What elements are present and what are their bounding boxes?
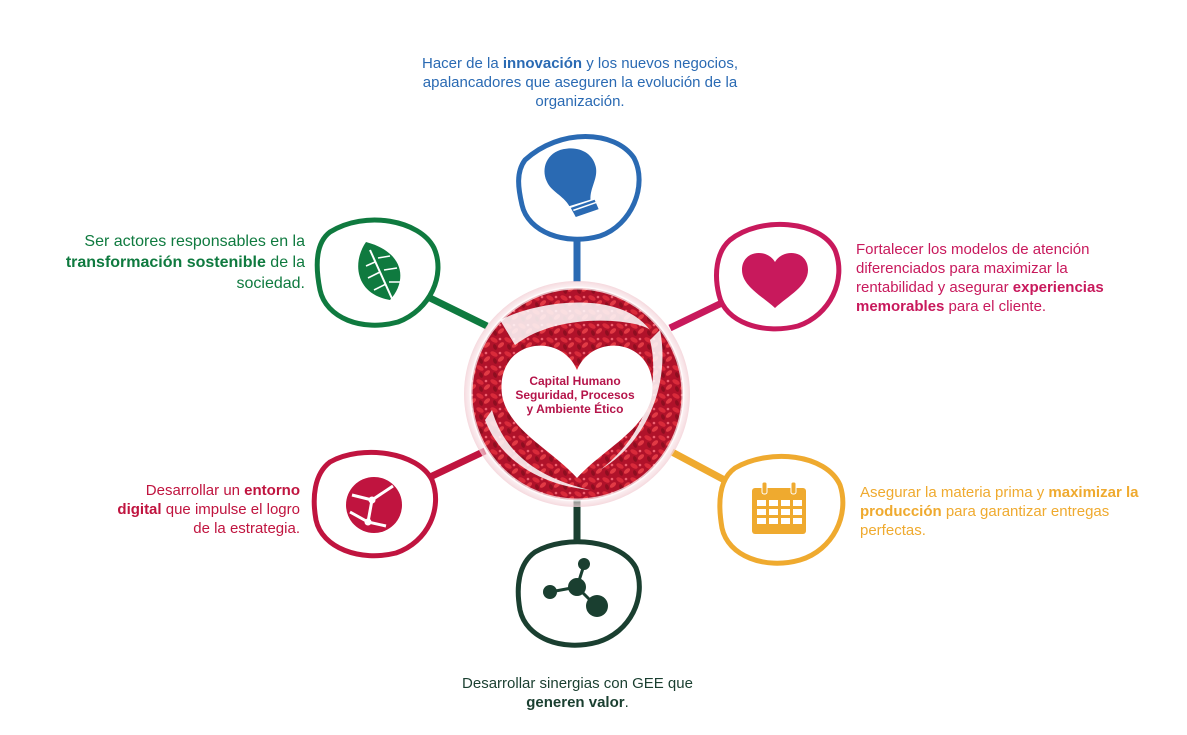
text-customer: Fortalecer los modelos de atención difer… [856, 240, 1136, 316]
text-emphasis: entorno digital [117, 482, 300, 518]
text-part: Asegurar la materia prima y [860, 484, 1049, 501]
center-label: Capital Humano Seguridad, Procesos y Amb… [500, 374, 650, 416]
lightbulb-icon [544, 148, 599, 218]
node-digital[interactable] [311, 449, 438, 559]
calendar-icon [752, 481, 806, 534]
text-emphasis: maximizar la producción [860, 484, 1139, 520]
text-part: Hacer de la [422, 55, 503, 72]
center-swirl [500, 302, 650, 345]
node-synergy[interactable] [515, 539, 642, 648]
text-materials: Asegurar la materia prima y maximizar la… [860, 483, 1150, 540]
text-part: que impulse el logro de la estrategia. [161, 501, 300, 537]
text-part: Fortalecer los modelos de atención difer… [856, 241, 1090, 296]
text-part: Desarrollar un [145, 482, 245, 499]
text-part: . [624, 694, 629, 711]
molecule-icon [543, 558, 608, 617]
connector-customer [668, 296, 730, 332]
text-emphasis: experiencias memorables [856, 279, 1104, 315]
center-sphere [464, 281, 690, 507]
node-innovation[interactable] [516, 134, 642, 242]
text-emphasis: innovación [502, 55, 583, 72]
text-part: Desarrollar sinergias con GEE que [462, 675, 693, 692]
heart-icon [742, 252, 808, 308]
text-part: de la sociedad. [236, 254, 306, 292]
globe-network-icon [346, 477, 402, 533]
connector-materials [670, 448, 734, 488]
leaf-icon [358, 242, 401, 304]
center-line-1: Capital Humano [529, 374, 621, 388]
text-synergy: Desarrollar sinergias con GEE que genere… [450, 674, 705, 712]
text-part: para el cliente. [944, 298, 1047, 315]
center-line-2: Seguridad, Procesos [515, 388, 635, 402]
text-emphasis: generen valor [526, 694, 625, 711]
text-emphasis: transformación sostenible [65, 254, 266, 271]
node-sustainability[interactable] [314, 217, 441, 328]
text-innovation: Hacer de la innovación y los nuevos nego… [410, 54, 750, 111]
connector-sustainability [426, 293, 489, 330]
text-part: Ser actores responsables en la [84, 233, 305, 250]
text-part: para garantizar entregas perfectas. [860, 503, 1110, 539]
node-customer[interactable] [714, 221, 842, 332]
node-materials[interactable] [717, 453, 846, 566]
center-heart-shape [501, 345, 653, 478]
connector-digital [426, 447, 487, 482]
text-digital: Desarrollar un entorno digital que impul… [100, 481, 300, 538]
text-sustainability: Ser actores responsables en la transform… [60, 231, 305, 294]
center-line-3: y Ambiente Ético [526, 402, 624, 416]
text-part: y los nuevos negocios, apalancadores que… [422, 55, 738, 110]
